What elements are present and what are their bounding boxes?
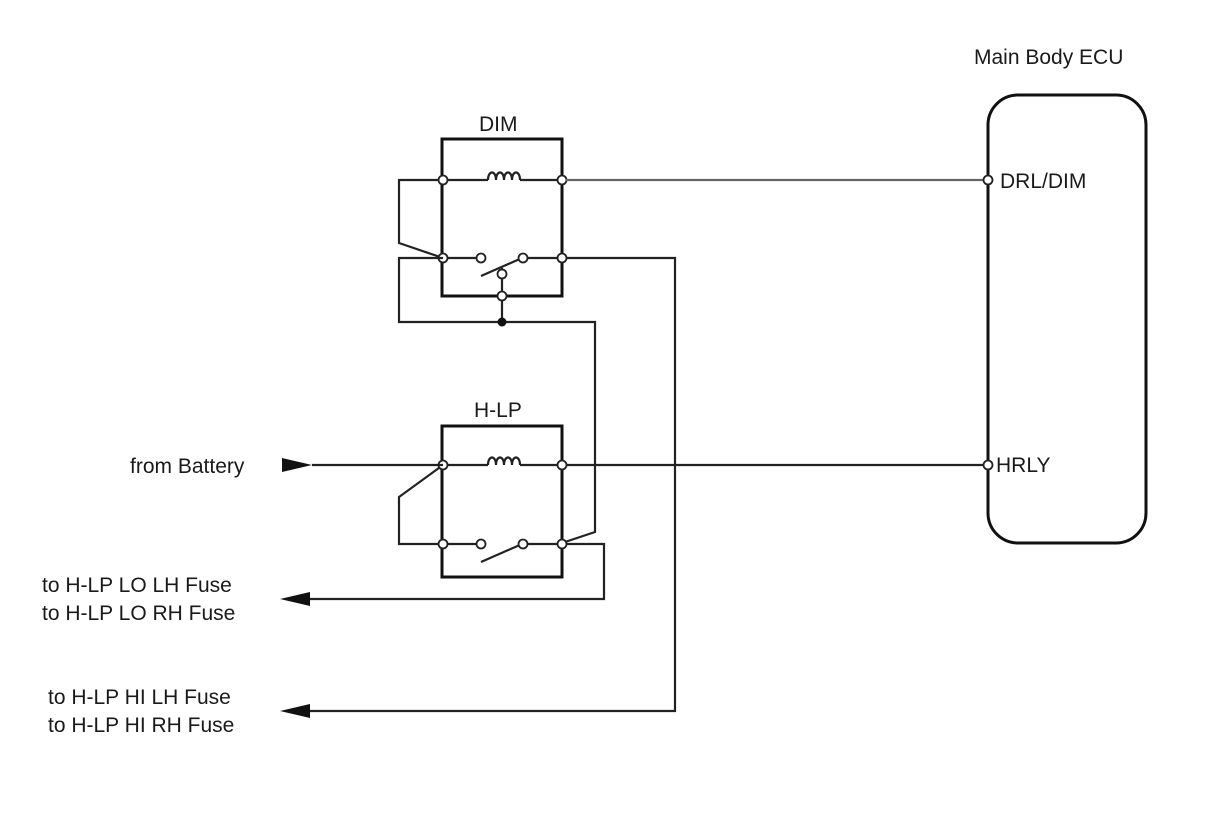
ecu-terminal-drl-dim [982, 174, 994, 186]
hlp-terminal-switch-right [556, 538, 568, 550]
arrow-lo-output [280, 592, 310, 606]
dim-wiring [280, 174, 994, 718]
hlp-terminal-coil-right [556, 459, 568, 471]
ecu-pin-hrly: HRLY [996, 454, 1050, 477]
dim-terminal-switch-right [556, 252, 568, 264]
dim-coil-loop [397, 178, 444, 260]
hlp-relay-label: H-LP [474, 399, 522, 422]
dim-switch-blade [480, 256, 523, 278]
wire-dim-switch-loop [397, 256, 597, 545]
dim-terminal-switch-common [496, 268, 508, 280]
ecu-pin-drl-dim: DRL/DIM [1000, 170, 1086, 193]
dim-terminal-coil-right [556, 174, 568, 186]
label-lo-lh-fuse: to H-LP LO LH Fuse [42, 574, 232, 597]
main-body-ecu: Main Body ECU DRL/DIM HRLY [974, 46, 1148, 545]
hlp-relay-box [440, 424, 564, 579]
dim-terminal-common-out [496, 290, 508, 302]
ecu-terminal-hrly [982, 459, 994, 471]
hlp-switch-blade [480, 542, 523, 564]
hlp-wiring [280, 458, 994, 606]
dim-relay: DIM [397, 113, 568, 322]
hlp-coil-symbol [486, 456, 522, 466]
ecu-title: Main Body ECU [974, 46, 1123, 69]
wire-hi-output [304, 256, 677, 713]
hlp-relay: H-LP [397, 399, 568, 579]
dim-terminal-switch-contact-a [475, 252, 487, 264]
dim-coil-symbol [486, 171, 522, 181]
label-hi-lh-fuse: to H-LP HI LH Fuse [48, 686, 231, 709]
dim-terminal-coil-left [437, 174, 449, 186]
arrow-battery-in [282, 458, 312, 472]
junction-dot [497, 317, 507, 327]
wire-lo-output [304, 542, 606, 601]
label-hi-rh-fuse: to H-LP HI RH Fuse [48, 714, 234, 737]
hlp-coil-loop [397, 464, 444, 546]
hlp-terminal-switch-contact-b [517, 538, 529, 550]
dim-terminal-switch-contact-b [517, 252, 529, 264]
arrow-hi-output [280, 704, 310, 718]
connection-labels: from Battery to H-LP LO LH Fuse to H-LP … [42, 455, 245, 737]
label-from-battery: from Battery [130, 455, 245, 478]
ecu-box [986, 93, 1148, 545]
dim-relay-label: DIM [479, 113, 518, 136]
hlp-terminal-switch-contact-a [475, 538, 487, 550]
label-lo-rh-fuse: to H-LP LO RH Fuse [42, 602, 235, 625]
hlp-terminal-switch-left [437, 538, 449, 550]
